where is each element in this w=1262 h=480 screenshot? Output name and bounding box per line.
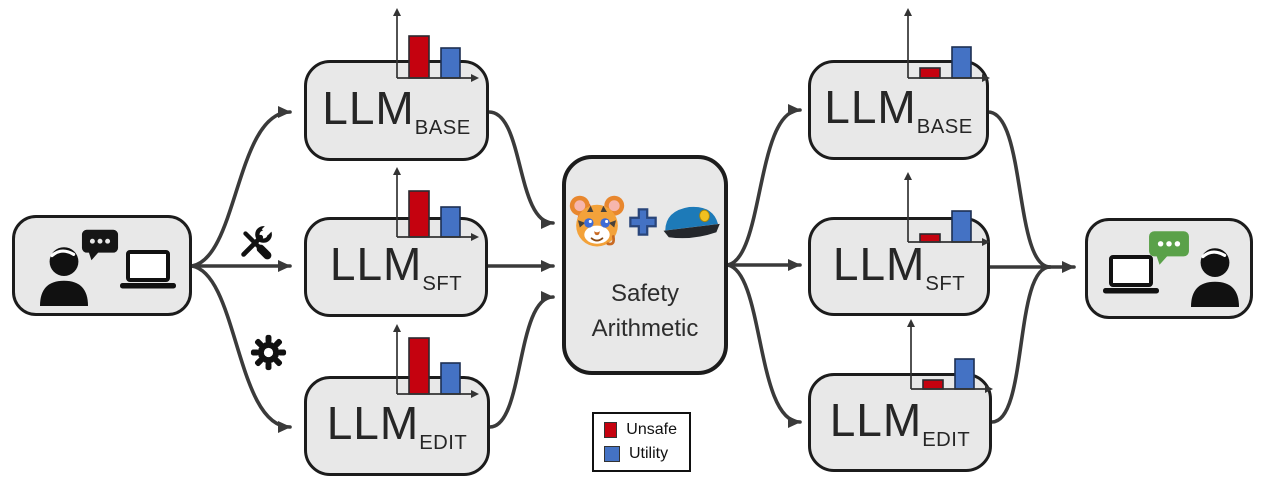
llm-sft-right-box: LLMSFT xyxy=(808,217,990,316)
edge-input-to-base xyxy=(190,106,292,268)
mini-bar-chart-base-right xyxy=(904,8,990,82)
tools-icon xyxy=(241,224,274,260)
laptop-icon xyxy=(120,250,176,289)
edge-safety-to-edit xyxy=(726,263,802,428)
llm-edit-left-label: LLMEDIT xyxy=(326,397,468,455)
police-cap-icon xyxy=(663,206,720,239)
mini-bar-chart-sft-left xyxy=(393,167,479,241)
edge-safety-to-base xyxy=(726,104,802,267)
chat-dots-icon xyxy=(1149,231,1189,265)
mini-bar-chart-edit-right xyxy=(907,319,993,393)
llm-sft-left-label: LLMSFT xyxy=(329,238,463,296)
edge-edit-to-output xyxy=(990,265,1052,424)
mini-bar-chart-base-left xyxy=(393,8,479,82)
output-box xyxy=(1085,218,1253,319)
safety-arithmetic-box: Safety Arithmetic xyxy=(562,155,728,375)
edge-base-to-safety xyxy=(487,110,555,229)
mini-bar-chart-edit-left xyxy=(393,324,479,398)
legend-label-utility: Utility xyxy=(629,445,669,462)
chat-dots-icon xyxy=(81,229,119,261)
unsafe-swatch xyxy=(604,422,618,438)
safety-label-line2: Arithmetic xyxy=(591,314,699,342)
edge-input-to-edit xyxy=(190,264,292,433)
legend-item-unsafe: Unsafe xyxy=(604,421,677,439)
llm-base-right-label: LLMBASE xyxy=(824,81,973,139)
safety-icons xyxy=(568,193,722,251)
legend: Unsafe Utility xyxy=(592,412,691,472)
mini-bar-chart-sft-right xyxy=(904,172,990,246)
plus-icon xyxy=(629,208,657,236)
laptop-icon xyxy=(1103,255,1159,294)
llm-edit-left-box: LLMEDIT xyxy=(304,376,490,476)
tiger-icon xyxy=(569,195,625,247)
edge-base-to-output xyxy=(986,110,1052,269)
utility-swatch xyxy=(604,446,620,462)
legend-item-utility: Utility xyxy=(604,445,677,463)
user-icon xyxy=(1191,248,1239,307)
safety-arithmetic-label: Safety Arithmetic xyxy=(592,277,699,347)
llm-sft-right-label: LLMSFT xyxy=(832,237,966,296)
legend-label-unsafe: Unsafe xyxy=(626,421,677,438)
llm-edit-right-label: LLMEDIT xyxy=(829,393,971,452)
edge-edit-to-safety xyxy=(488,291,555,429)
input-box xyxy=(12,215,192,316)
safety-label-line1: Safety xyxy=(610,280,680,307)
llm-base-left-label: LLMBASE xyxy=(322,81,471,140)
user-icon xyxy=(40,247,88,306)
gear-icon xyxy=(250,334,287,371)
